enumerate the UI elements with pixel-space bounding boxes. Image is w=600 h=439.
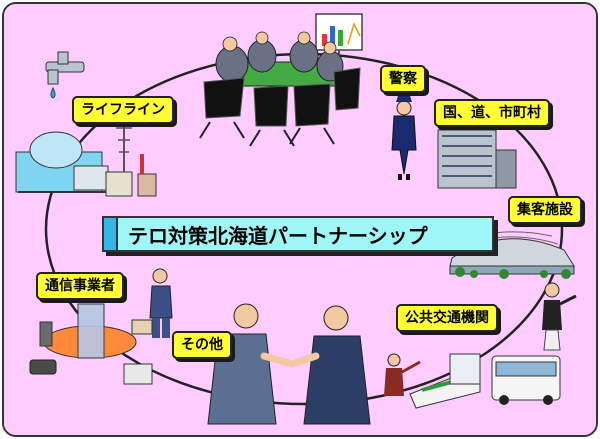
facilities-label: 集客施設: [508, 196, 582, 224]
banner-tab: [104, 218, 118, 250]
meeting-illustration: [199, 13, 363, 147]
transport-illustration: [384, 282, 577, 409]
lifeline-label: ライフライン: [72, 96, 174, 124]
government-building-illustration: [437, 129, 517, 189]
police-illustration: [391, 96, 417, 180]
government-label: 国、道、市町村: [434, 99, 550, 127]
diagram-title: テロ対策北海道パートナーシップ: [128, 224, 428, 248]
title-banner: テロ対策北海道パートナーシップ: [102, 216, 494, 252]
diagram-artwork: [4, 4, 596, 435]
police-label: 警察: [380, 65, 426, 93]
transport-label: 公共交通機関: [396, 304, 498, 332]
lifeline-illustration: [15, 51, 157, 197]
telecom-illustration: [29, 268, 173, 385]
other-label: その他: [172, 331, 232, 359]
telecom-label: 通信事業者: [36, 272, 124, 300]
